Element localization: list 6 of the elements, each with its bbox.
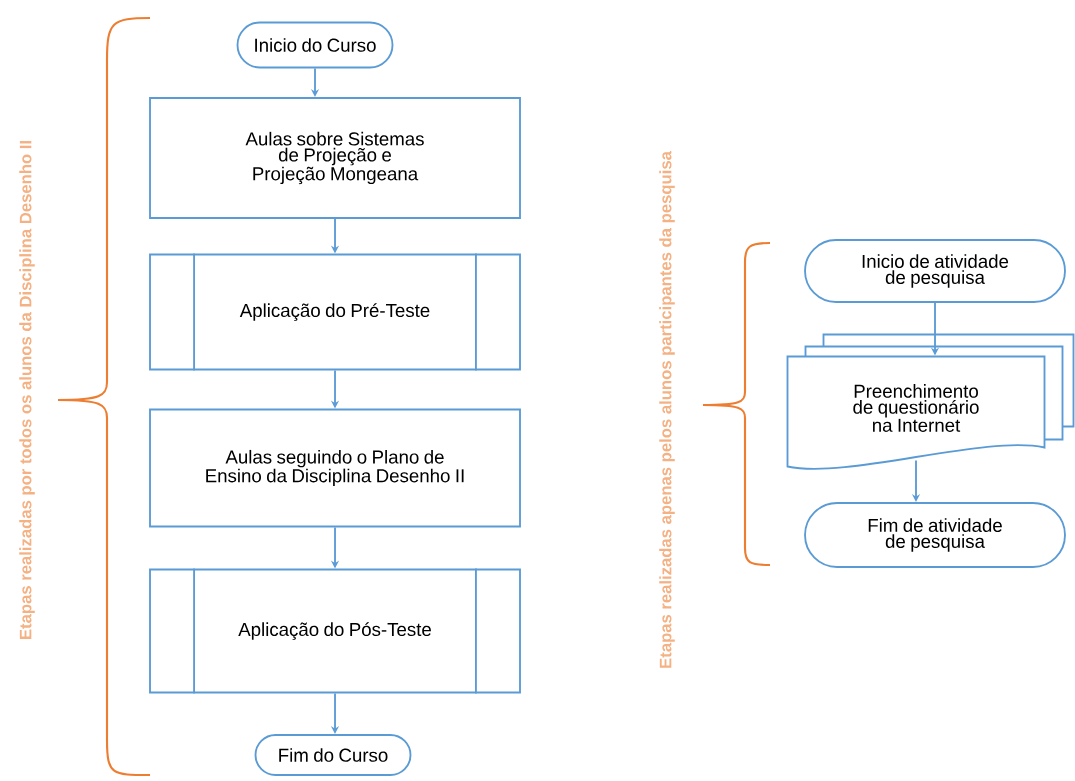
- predefined-process-box: Aplicação do Pós-Teste: [149, 567, 521, 695]
- predefined-process-box: Aplicação do Pré-Teste: [149, 252, 521, 372]
- process-box: Aulas sobre Sistemas de Projeção e Projeção Mongeana: [149, 97, 521, 219]
- side-label: Etapas realizadas por todos os alunos da Disciplina Desenho II: [19, 141, 35, 639]
- side-label: Etapas realizadas apenas pelos alunos participantes da pesquisa: [659, 151, 675, 668]
- process-box: Aulas seguindo o Plano de Ensino da Disciplina Desenho II: [149, 408, 521, 528]
